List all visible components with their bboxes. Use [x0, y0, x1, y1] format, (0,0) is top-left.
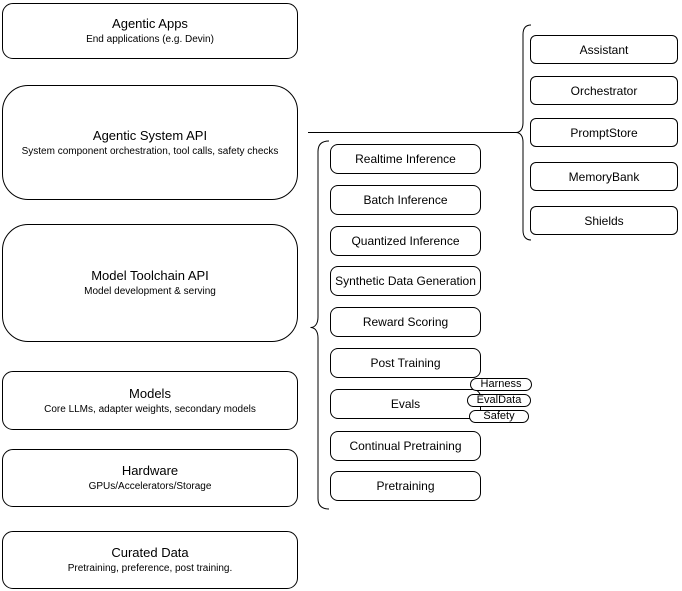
node-pretraining: Pretraining	[330, 471, 481, 501]
node-label: Assistant	[579, 42, 629, 57]
node-label: Reward Scoring	[362, 315, 449, 329]
node-subtitle: Model development & serving	[84, 286, 216, 297]
node-label: Realtime Inference	[355, 152, 456, 166]
node-assistant: Assistant	[530, 35, 678, 64]
node-post-training: Post Training	[330, 348, 481, 378]
node-label: Continual Pretraining	[349, 439, 462, 453]
node-title: Model Toolchain API	[91, 268, 209, 283]
node-agentic-system-api: Agentic System API System component orch…	[2, 85, 298, 200]
node-label: Shields	[584, 213, 624, 228]
node-subtitle: Core LLMs, adapter weights, secondary mo…	[44, 403, 256, 415]
node-hardware: Hardware GPUs/Accelerators/Storage	[2, 449, 298, 507]
node-subtitle: End applications (e.g. Devin)	[86, 34, 214, 45]
node-label: Synthetic Data Generation	[335, 274, 476, 288]
node-synthetic-data-generation: Synthetic Data Generation	[330, 266, 481, 296]
node-label: PromptStore	[570, 125, 638, 140]
node-title: Agentic System API	[92, 127, 208, 143]
tag-safety: Safety	[469, 410, 529, 423]
tag-harness: Harness	[470, 378, 532, 391]
node-title: Hardware	[121, 463, 179, 478]
node-curated-data: Curated Data Pretraining, preference, po…	[2, 531, 298, 589]
tag-evaldata: EvalData	[467, 394, 531, 407]
node-label: Batch Inference	[363, 193, 448, 207]
node-batch-inference: Batch Inference	[330, 185, 481, 215]
node-agentic-apps: Agentic Apps End applications (e.g. Devi…	[2, 3, 298, 59]
node-reward-scoring: Reward Scoring	[330, 307, 481, 337]
node-continual-pretraining: Continual Pretraining	[330, 431, 481, 461]
node-model-toolchain-api: Model Toolchain API Model development & …	[2, 224, 298, 342]
node-subtitle: GPUs/Accelerators/Storage	[88, 481, 212, 492]
node-label: Post Training	[370, 356, 441, 370]
node-shields: Shields	[530, 206, 678, 235]
node-models: Models Core LLMs, adapter weights, secon…	[2, 371, 298, 430]
node-label: Orchestrator	[570, 83, 638, 98]
system-components-brace	[515, 24, 532, 241]
node-label: MemoryBank	[568, 169, 640, 184]
node-quantized-inference: Quantized Inference	[330, 226, 481, 256]
node-subtitle: Pretraining, preference, post training.	[67, 563, 233, 574]
node-realtime-inference: Realtime Inference	[330, 144, 481, 174]
node-title: Agentic Apps	[112, 16, 188, 31]
tag-label: EvalData	[476, 394, 522, 406]
node-label: Evals	[390, 397, 421, 411]
node-memorybank: MemoryBank	[530, 162, 678, 191]
tag-label: Safety	[483, 410, 515, 422]
node-orchestrator: Orchestrator	[530, 76, 678, 105]
node-title: Curated Data	[111, 545, 189, 560]
node-promptstore: PromptStore	[530, 118, 678, 147]
toolchain-brace	[310, 140, 330, 510]
node-title: Models	[129, 385, 171, 401]
node-label: Pretraining	[376, 479, 435, 493]
tag-label: Harness	[480, 378, 522, 390]
node-evals: Evals	[330, 389, 481, 419]
node-subtitle: System component orchestration, tool cal…	[21, 145, 279, 157]
node-label: Quantized Inference	[351, 234, 460, 248]
